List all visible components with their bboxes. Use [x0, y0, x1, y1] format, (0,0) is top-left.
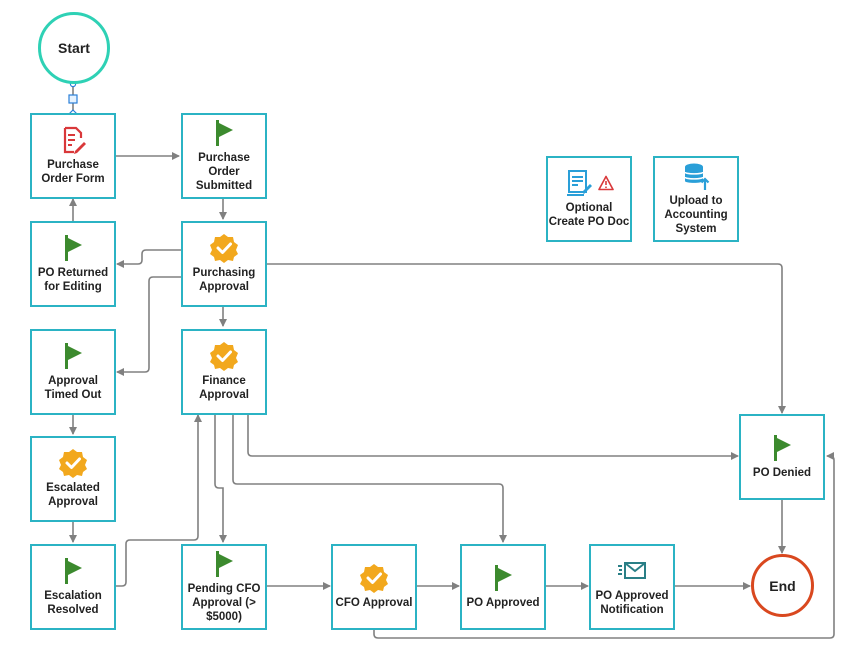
node-po-returned-for-editing[interactable]: PO Returned for Editing [30, 221, 116, 307]
node-label: Approval Timed Out [44, 375, 102, 401]
node-cfo-approval[interactable]: CFO Approval [331, 544, 417, 630]
document-pen-icon [564, 168, 594, 198]
node-label: PO Denied [752, 467, 812, 480]
node-label: Finance Approval [199, 375, 249, 401]
document-edit-icon [58, 125, 88, 155]
node-po-denied[interactable]: PO Denied [739, 414, 825, 500]
connector-cfo-to-denied [373, 452, 835, 639]
node-optional-create-po-doc[interactable]: Optional Create PO Doc [546, 156, 632, 242]
start-node[interactable]: Start [38, 12, 110, 84]
node-label: Optional Create PO Doc [548, 202, 630, 228]
verified-badge-icon [209, 341, 239, 372]
connector-finance-to-po-approved [232, 413, 507, 543]
node-po-approved[interactable]: PO Approved [460, 544, 546, 630]
verified-badge-icon [359, 563, 389, 594]
node-label: PO Approved Notification [595, 590, 669, 616]
connector-purchasing-to-denied [266, 263, 786, 414]
node-label: Escalated Approval [46, 482, 100, 508]
node-pending-cfo-approval[interactable]: Pending CFO Approval (> $5000) [181, 544, 267, 630]
flag-icon [767, 433, 797, 463]
flag-icon [209, 549, 239, 579]
connector-purchasing-to-timed-out [116, 276, 181, 376]
warning-icon [598, 175, 614, 191]
flag-icon [488, 563, 518, 593]
verified-badge-icon [58, 448, 88, 479]
node-finance-approval[interactable]: Finance Approval [181, 329, 267, 415]
node-label: PO Returned for Editing [37, 267, 109, 293]
node-label: Purchasing Approval [192, 267, 256, 293]
node-label: CFO Approval [335, 597, 413, 610]
flag-icon [209, 118, 239, 148]
node-label: Pending CFO Approval (> $5000) [187, 583, 261, 623]
start-label: Start [58, 40, 90, 56]
node-approval-timed-out[interactable]: Approval Timed Out [30, 329, 116, 415]
node-label: Upload to Accounting System [664, 195, 728, 235]
start-connector-handles[interactable] [68, 80, 78, 117]
node-purchasing-approval[interactable]: Purchasing Approval [181, 221, 267, 307]
node-escalation-resolved[interactable]: Escalation Resolved [30, 544, 116, 630]
node-label: Purchase Order Submitted [195, 152, 253, 192]
connector-resolved-to-finance [116, 414, 202, 587]
connector-purchasing-to-returned [116, 249, 181, 268]
node-purchase-order-submitted[interactable]: Purchase Order Submitted [181, 113, 267, 199]
database-upload-icon [681, 161, 711, 191]
node-label: PO Approved [466, 597, 540, 610]
node-po-approved-notification[interactable]: PO Approved Notification [589, 544, 675, 630]
node-label: Escalation Resolved [44, 590, 102, 616]
end-label: End [769, 577, 796, 594]
flag-icon [58, 556, 88, 586]
verified-badge-icon [209, 233, 239, 264]
flag-icon [58, 233, 88, 263]
node-escalated-approval[interactable]: Escalated Approval [30, 436, 116, 522]
node-purchase-order-form[interactable]: Purchase Order Form [30, 113, 116, 199]
node-upload-to-accounting-system[interactable]: Upload to Accounting System [653, 156, 739, 242]
connector-finance-to-denied [247, 413, 739, 460]
end-node[interactable]: End [751, 554, 814, 617]
node-label: Purchase Order Form [41, 159, 105, 185]
flag-icon [58, 341, 88, 371]
email-send-icon [617, 556, 647, 586]
connector-finance-to-pending-cfo [214, 413, 227, 543]
